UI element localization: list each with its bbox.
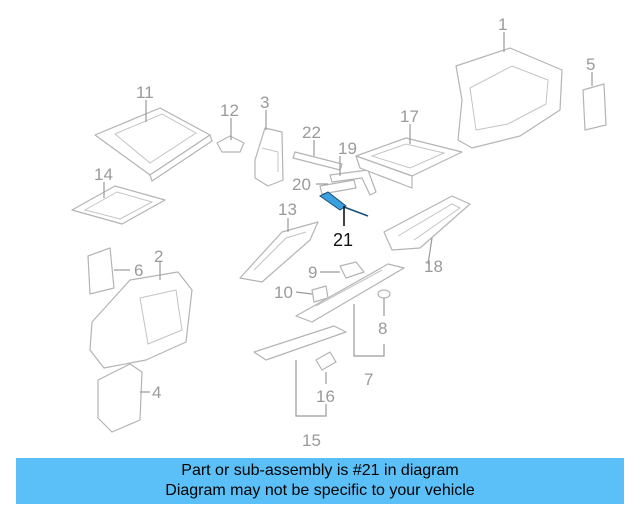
part-4-bin — [97, 363, 143, 433]
part-12-block — [216, 135, 245, 153]
callout-11: 11 — [136, 83, 154, 102]
callout-8: 8 — [378, 319, 387, 338]
callout-7: 7 — [364, 370, 373, 389]
part-16-pad — [315, 351, 337, 371]
callout-21: 21 — [333, 230, 353, 250]
callout-12: 12 — [220, 101, 239, 120]
part-20-clip — [319, 179, 357, 195]
callout-17: 17 — [400, 107, 419, 126]
callout-9: 9 — [308, 263, 317, 282]
part-21-tool — [319, 191, 369, 217]
part-7-sill-plate — [295, 263, 405, 323]
callout-2: 2 — [154, 247, 163, 266]
callout-10: 10 — [274, 283, 293, 302]
callout-19: 19 — [338, 139, 357, 158]
part-2-side-panel — [89, 271, 193, 369]
part-13-cover — [239, 221, 319, 283]
callout-5: 5 — [586, 55, 595, 74]
callout-13: 13 — [278, 200, 297, 219]
part-3-bracket — [254, 127, 284, 187]
leader-lines — [103, 32, 593, 417]
part-14-mat — [71, 185, 166, 225]
part-8-plug — [377, 289, 391, 299]
callout-20: 20 — [292, 175, 311, 194]
callout-6: 6 — [134, 261, 143, 280]
part-9-clip — [339, 261, 365, 279]
banner-line-2: Diagram may not be specific to your vehi… — [165, 482, 475, 499]
info-banner: Part or sub-assembly is #21 in diagram D… — [16, 458, 624, 504]
part-5-panel — [582, 83, 607, 131]
part-22-bolt — [292, 151, 343, 171]
callout-18: 18 — [424, 257, 443, 276]
callout-3: 3 — [260, 93, 269, 112]
callout-16: 16 — [316, 387, 335, 406]
part-6-bracket — [87, 247, 115, 295]
callout-22: 22 — [302, 123, 321, 142]
callout-labels: 1 2 3 4 5 6 7 8 9 10 11 12 13 14 15 16 1… — [94, 15, 595, 450]
callout-1: 1 — [498, 15, 507, 34]
banner-line-1: Part or sub-assembly is #21 in diagram — [181, 462, 459, 479]
part-17-tray — [355, 137, 463, 189]
callout-4: 4 — [152, 383, 161, 402]
part-18-jack — [383, 195, 471, 251]
part-15-trim — [253, 325, 347, 361]
callout-15: 15 — [302, 431, 321, 450]
part-1-side-trim — [455, 47, 563, 149]
callout-14: 14 — [94, 165, 113, 184]
